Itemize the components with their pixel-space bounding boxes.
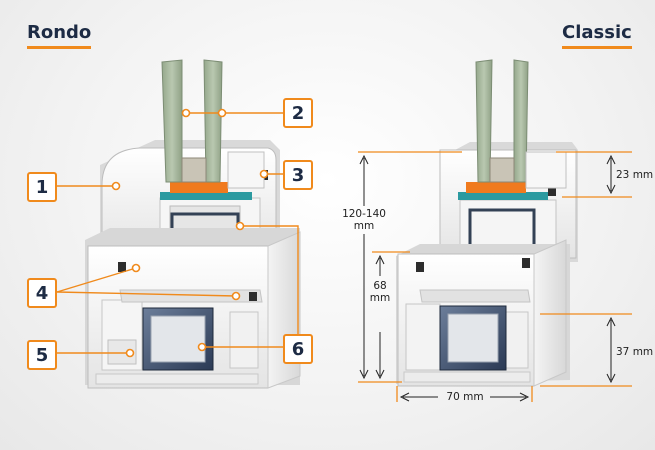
callout-2: 2 — [283, 98, 313, 128]
callout-dots — [111, 108, 269, 358]
callout-number: 5 — [35, 344, 49, 366]
title-rondo: Rondo — [27, 22, 92, 49]
title-underline — [562, 46, 632, 49]
callout-number: 4 — [35, 282, 49, 304]
dimension-bottom-depth: 37 mm — [616, 346, 654, 358]
title-classic-text: Classic — [562, 22, 632, 43]
rondo-profile — [85, 59, 301, 389]
dimension-width: 70 mm — [446, 391, 484, 403]
callout-number: 3 — [291, 164, 305, 186]
classic-profile — [396, 59, 578, 387]
callout-number: 2 — [291, 102, 305, 124]
callout-6: 6 — [283, 334, 313, 364]
callout-3: 3 — [283, 160, 313, 190]
callout-leaders — [56, 112, 299, 354]
dimension-mid-height: 68 mm — [364, 280, 396, 304]
callout-4: 4 — [27, 278, 57, 308]
dimension-value: 68 — [373, 280, 387, 292]
dimension-unit: mm — [353, 220, 375, 232]
dimension-extension-lines — [358, 151, 632, 402]
dimension-arrows — [359, 154, 616, 402]
title-rondo-text: Rondo — [27, 22, 92, 43]
dimension-value: 120-140 — [342, 208, 386, 220]
title-classic: Classic — [562, 22, 632, 49]
callout-number: 1 — [35, 176, 49, 198]
dimension-total-height: 120-140 mm — [336, 208, 392, 232]
dimension-unit: mm — [369, 292, 391, 304]
callout-1: 1 — [27, 172, 57, 202]
callout-number: 6 — [291, 338, 305, 360]
title-underline — [27, 46, 92, 49]
callout-5: 5 — [27, 340, 57, 370]
dimension-top-depth: 23 mm — [616, 169, 654, 181]
